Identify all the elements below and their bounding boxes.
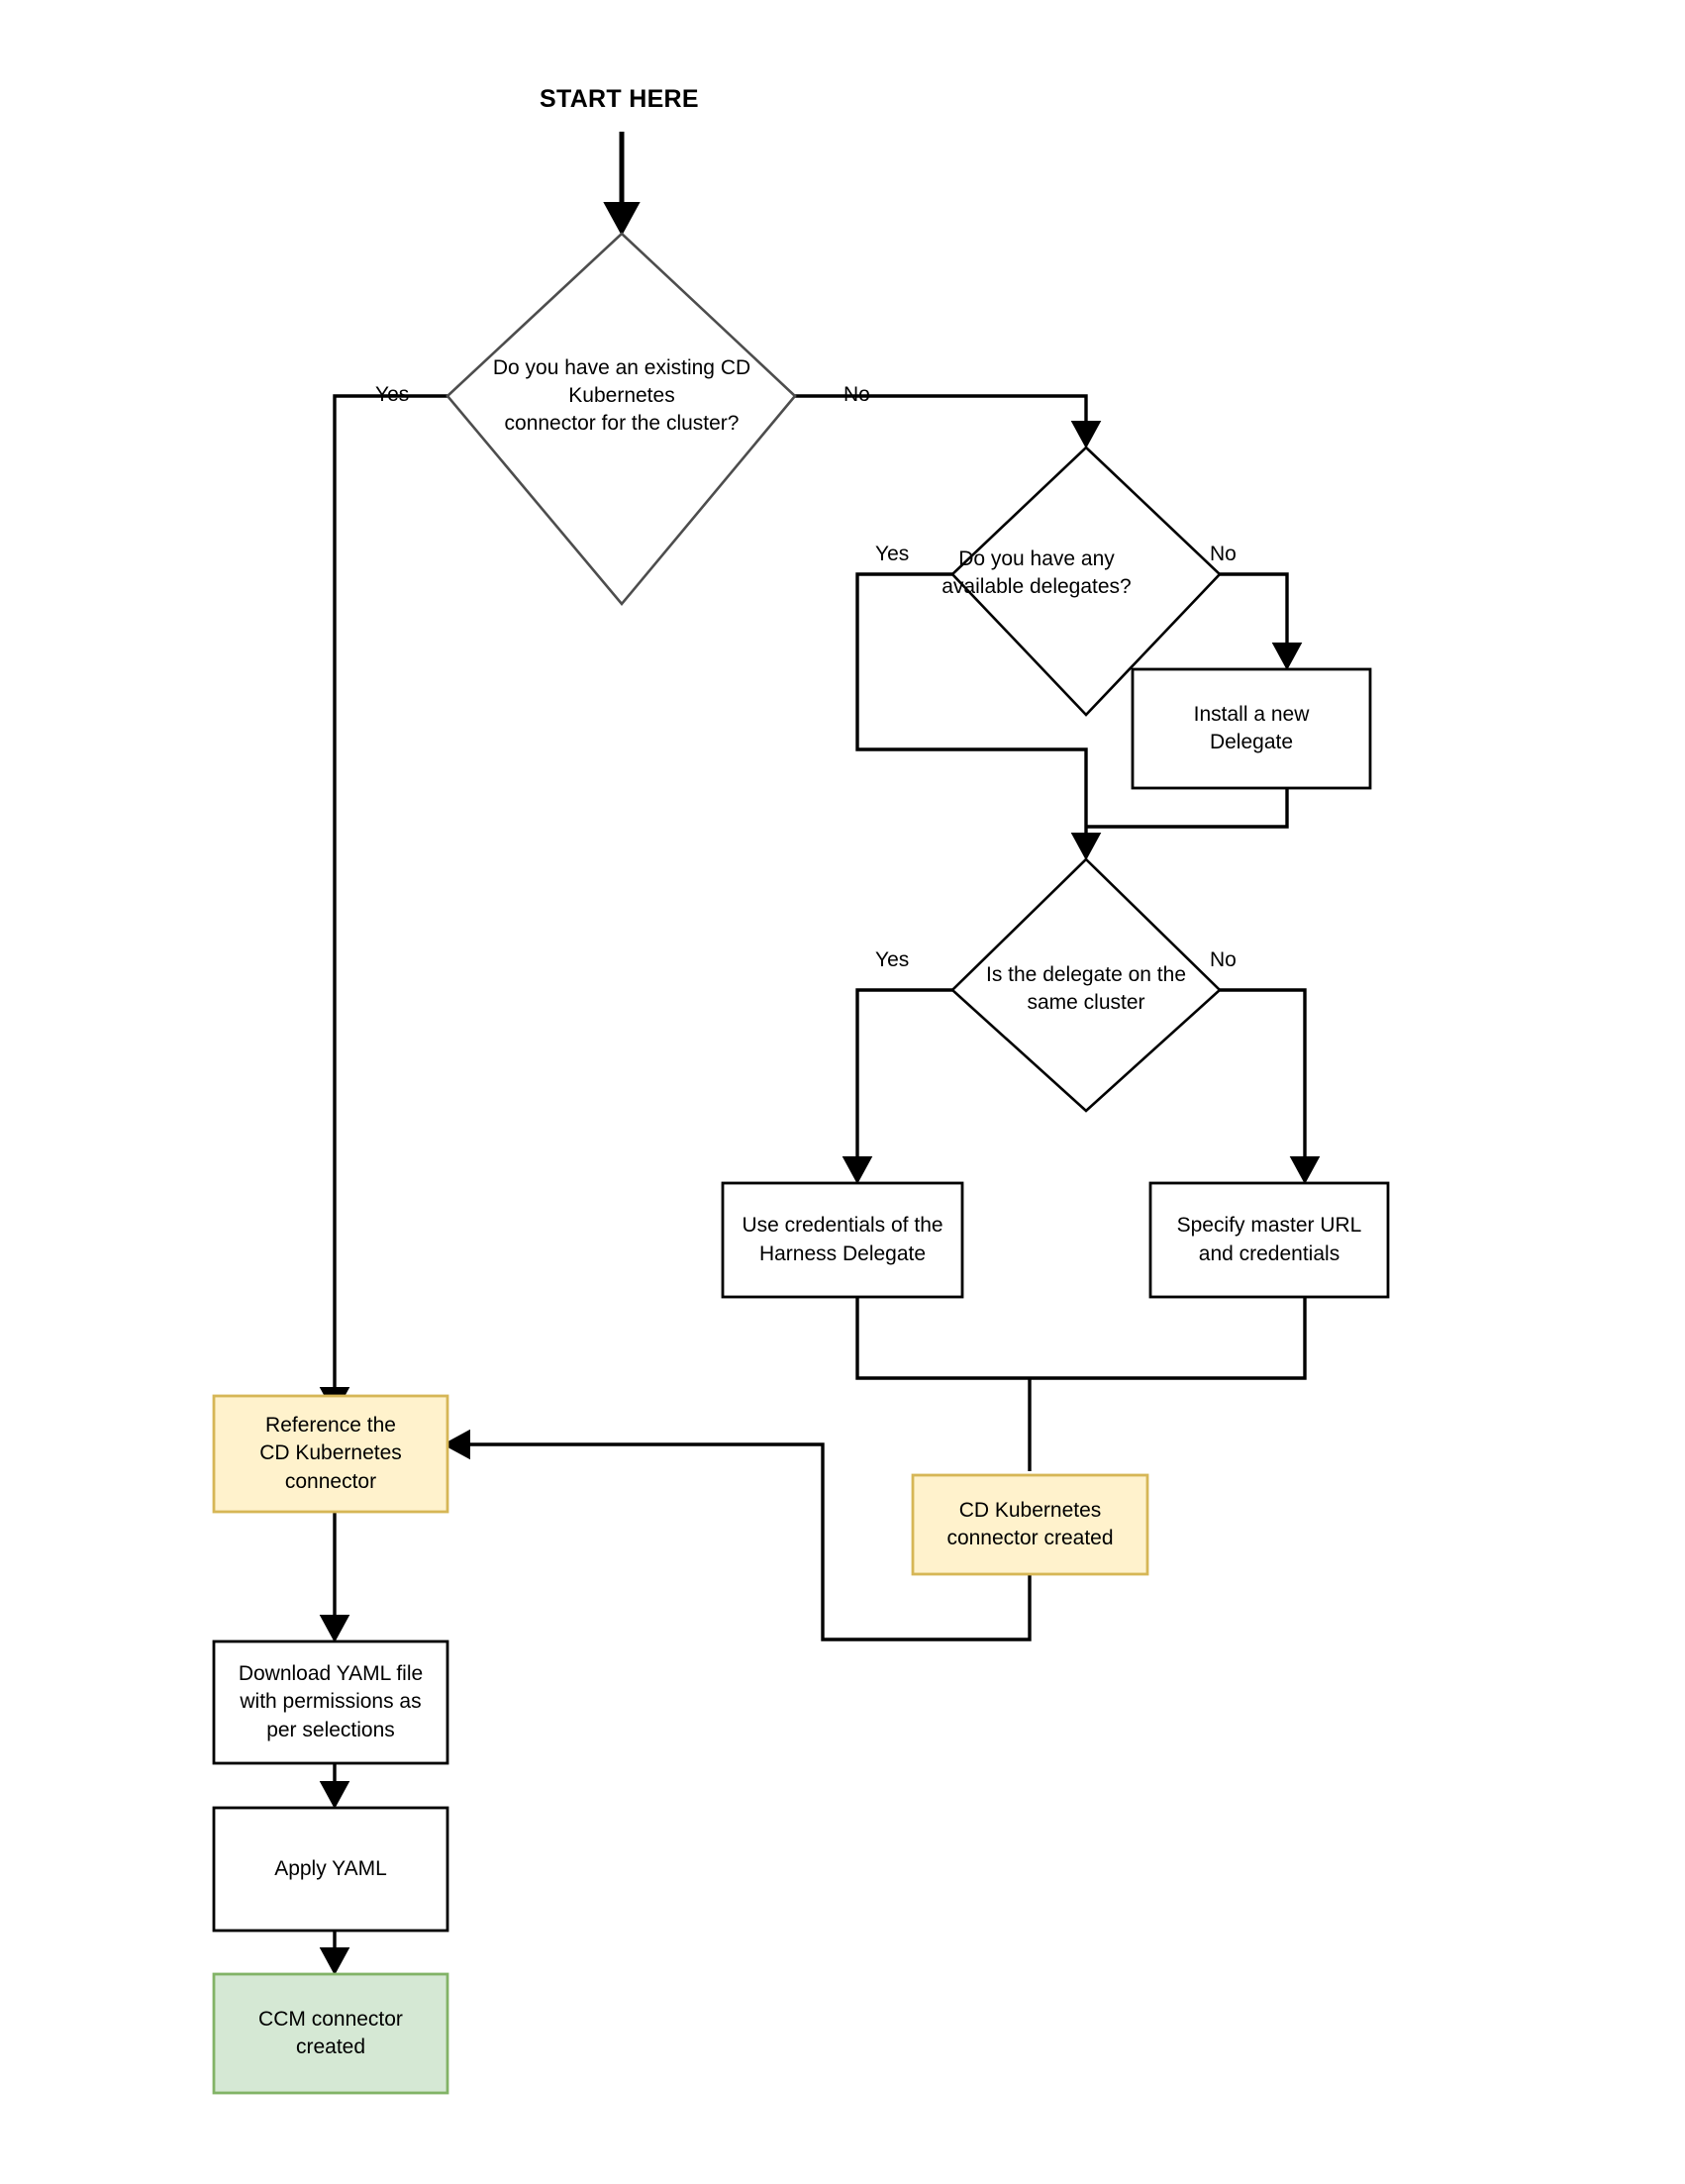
edge-cdcreated-to-reference: [442, 1429, 1032, 1641]
process-install-delegate-shape: [1131, 667, 1372, 790]
process-specify-master-url-shape: [1148, 1181, 1390, 1299]
decision-delegate-same-cluster-shape: [950, 857, 1222, 1113]
edge-q3-no: [1220, 988, 1321, 1185]
edge-specify-to-merge: [1030, 1297, 1307, 1380]
edge-label-q2-no: No: [1210, 543, 1237, 565]
process-apply-yaml-shape: [212, 1806, 449, 1933]
edge-label-q1-yes: Yes: [375, 383, 410, 406]
edge-q2-no: [1220, 572, 1303, 671]
edge-label-q2-yes: Yes: [875, 543, 910, 565]
edge-q2-yes: [855, 572, 1102, 861]
edge-label-q3-no: No: [1210, 948, 1237, 971]
edge-usecreds-to-merge: [855, 1297, 1030, 1380]
edge-q3-yes: [842, 988, 952, 1185]
highlight-cd-connector-created-shape: [911, 1473, 1149, 1576]
success-ccm-connector-created-shape: [212, 1972, 449, 2095]
edge-q1-no: [795, 394, 1102, 449]
process-download-yaml-shape: [212, 1639, 449, 1765]
highlight-reference-connector-shape: [212, 1394, 449, 1514]
process-use-harness-credentials-shape: [721, 1181, 964, 1299]
edge-label-q1-no: No: [843, 383, 870, 406]
edge-q1-yes: [319, 394, 447, 1416]
edge-install-to-q3: [1086, 788, 1289, 829]
decision-available-delegates-shape: [950, 446, 1222, 717]
start-here-label: START HERE: [540, 85, 699, 113]
edge-label-q3-yes: Yes: [875, 948, 910, 971]
decision-existing-connector-shape: [446, 232, 797, 607]
